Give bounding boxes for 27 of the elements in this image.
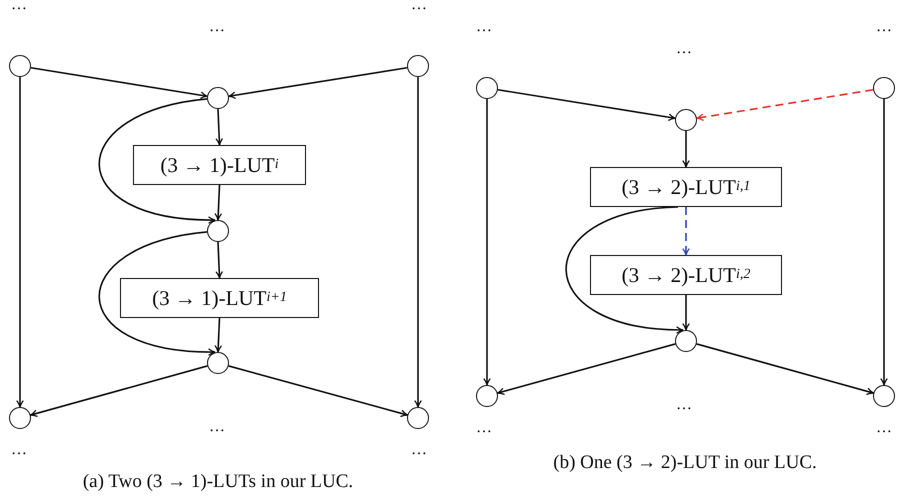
- node-circle: [476, 77, 498, 99]
- node-circle: [207, 220, 229, 242]
- node-circle: [407, 407, 429, 429]
- node-circle: [873, 385, 895, 407]
- ellipsis: …: [876, 419, 894, 437]
- caption: (a) Two (3 → 1)-LUTs in our LUC.: [82, 471, 354, 493]
- node-circle: [207, 352, 229, 374]
- ellipsis: …: [11, 441, 29, 459]
- node-circle: [9, 55, 31, 77]
- ellipsis: …: [876, 18, 894, 36]
- ellipsis: …: [209, 418, 227, 436]
- ellipsis: …: [676, 396, 694, 414]
- node-circle: [675, 109, 697, 131]
- ellipsis: …: [476, 18, 494, 36]
- ellipsis: …: [11, 0, 29, 14]
- caption: (b) One (3 → 2)-LUT in our LUC.: [553, 452, 817, 474]
- node-circle: [9, 407, 31, 429]
- node-circle: [675, 330, 697, 352]
- node-circle: [873, 77, 895, 99]
- node-circle: [476, 385, 498, 407]
- node-circle: [207, 87, 229, 109]
- ellipsis: …: [411, 0, 429, 14]
- ellipsis: …: [676, 40, 694, 58]
- node-circle: [407, 55, 429, 77]
- ellipsis: …: [476, 419, 494, 437]
- ellipsis: …: [411, 441, 429, 459]
- ellipsis: …: [209, 18, 227, 36]
